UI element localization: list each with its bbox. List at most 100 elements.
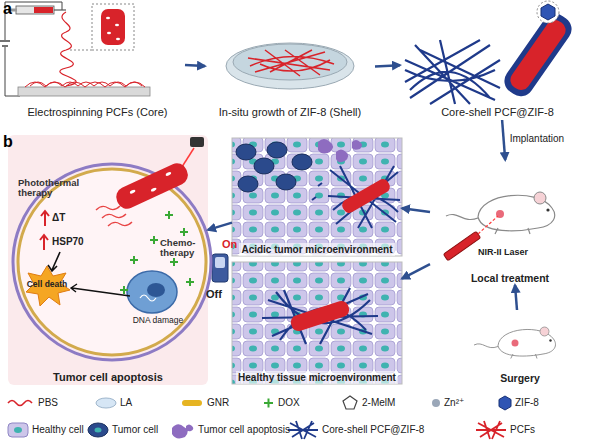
node-caption: Healthy tissue microenvironment — [236, 371, 398, 385]
legend-text: Zn²⁺ — [444, 397, 464, 409]
zn-release — [312, 183, 322, 200]
annotation: Chemo-therapy — [160, 238, 206, 259]
surgery-mouse — [474, 327, 555, 359]
switch-toggle — [215, 257, 225, 268]
healthy-tissue — [232, 262, 402, 384]
legend-text: Tumor cell apoptosis — [198, 424, 290, 436]
cell-outer-membrane — [13, 164, 211, 360]
zoom-box — [92, 4, 134, 50]
tumor-cell-sample — [88, 423, 108, 437]
panel-bg — [8, 135, 208, 385]
legend-text: 2-MelM — [362, 397, 395, 409]
nucleolus — [147, 283, 165, 297]
legend-text: ZIF-8 — [515, 397, 539, 409]
jet-spiral — [60, 12, 76, 86]
fiber-core — [113, 160, 191, 212]
rise-arrow — [40, 211, 49, 250]
cell-membrane — [18, 169, 206, 355]
fiber-pore — [107, 32, 111, 34]
healthy-cell-sample — [14, 427, 22, 433]
legend-text: Core-shell PCF@ZIF-8 — [322, 424, 424, 436]
flow-arrow — [502, 120, 505, 160]
tumor-cell-panel — [8, 135, 211, 385]
legend-samples — [8, 396, 511, 439]
fiber-mat — [248, 50, 334, 76]
flow-arrow — [185, 65, 205, 66]
shell-mesh — [262, 288, 378, 344]
electrospinning-setup — [0, 2, 150, 96]
tumor-cell — [292, 154, 312, 170]
fiber-pore — [165, 171, 172, 176]
collector-plate — [18, 87, 150, 96]
syringe-needle — [54, 9, 66, 10]
healthy-cell-sample — [8, 423, 28, 437]
node-caption: In-situ growth of ZIF-8 (Shell) — [217, 105, 363, 120]
zif-crystal — [541, 4, 555, 20]
apoptosis-sample — [172, 424, 193, 438]
tumor-site — [512, 340, 519, 347]
stage-node: In-situ growth of ZIF-8 (Shell) — [205, 22, 375, 120]
flow-arrow — [375, 65, 400, 66]
battery-plate — [0, 40, 10, 42]
zoom-line — [70, 50, 92, 51]
fiber-pore — [129, 189, 136, 194]
flow-arrow — [48, 252, 60, 271]
annotation: Cell death — [22, 280, 72, 289]
pcfs-sample — [476, 421, 506, 439]
tissue-bg — [232, 262, 402, 384]
dna-break — [140, 295, 156, 301]
la-sample — [96, 398, 116, 408]
fiber-pore — [115, 24, 119, 26]
stage-node: Surgery — [455, 310, 585, 385]
dox-sample — [264, 399, 273, 408]
dish-liquid — [233, 44, 347, 80]
annotation: On — [222, 238, 244, 250]
battery-plate — [2, 45, 8, 47]
fiber-core — [289, 299, 351, 333]
treated-mouse — [446, 192, 555, 234]
legend-text: LA — [120, 397, 132, 409]
tumor-cell — [267, 142, 287, 158]
flow-arrow — [71, 284, 130, 296]
node-caption: Local treatment — [469, 271, 551, 285]
tumor-tissue — [232, 138, 402, 256]
legend-text: Healthy cell — [32, 424, 84, 436]
melm-sample — [343, 396, 357, 409]
panel-label: a — [3, 0, 23, 18]
stage-node: Healthy tissue microenvironment — [232, 262, 402, 384]
annotation: DNA damage — [128, 316, 188, 325]
syringe-fluid — [34, 7, 53, 13]
node-caption: Surgery — [498, 371, 542, 385]
zif-sample — [499, 396, 511, 410]
legend-text: GNR — [207, 397, 229, 409]
apoptotic-body — [318, 139, 362, 162]
node-caption: Acidic tumor microenvironment — [239, 243, 394, 257]
flow-arrow — [515, 285, 517, 310]
annotation: HSP70 — [52, 236, 92, 247]
fiber-core — [101, 9, 125, 45]
heat-wave — [96, 206, 132, 226]
stage-node: Local treatment — [430, 160, 590, 285]
tumor-cell — [254, 158, 274, 174]
annotation: Off — [206, 288, 230, 300]
legend-text: PBS — [38, 397, 58, 409]
legend-text: PCFs — [510, 424, 535, 436]
annotation: ΔT — [52, 212, 82, 223]
switch-body — [212, 254, 228, 282]
core-shell-sample — [288, 421, 318, 439]
petri-dish — [226, 43, 354, 89]
pbs-sample — [8, 401, 32, 406]
legend-text: DOX — [278, 397, 300, 409]
node-caption: Tumor cell apoptosis — [51, 370, 165, 385]
node-caption: Electrospinning PCFs (Core) — [26, 105, 170, 120]
flow-arrow — [402, 264, 430, 279]
node-caption: Core-shell PCF@ZIF-8 — [439, 105, 556, 120]
fiber-core — [507, 16, 569, 93]
shell-mesh — [328, 166, 400, 228]
stage-node: Core-shell PCF@ZIF-8 — [400, 0, 595, 120]
core-shell-fibers — [405, 1, 577, 104]
shell-mesh — [405, 40, 500, 104]
laser-rod — [443, 231, 480, 260]
annotation: NIR-II Laser — [478, 248, 553, 258]
